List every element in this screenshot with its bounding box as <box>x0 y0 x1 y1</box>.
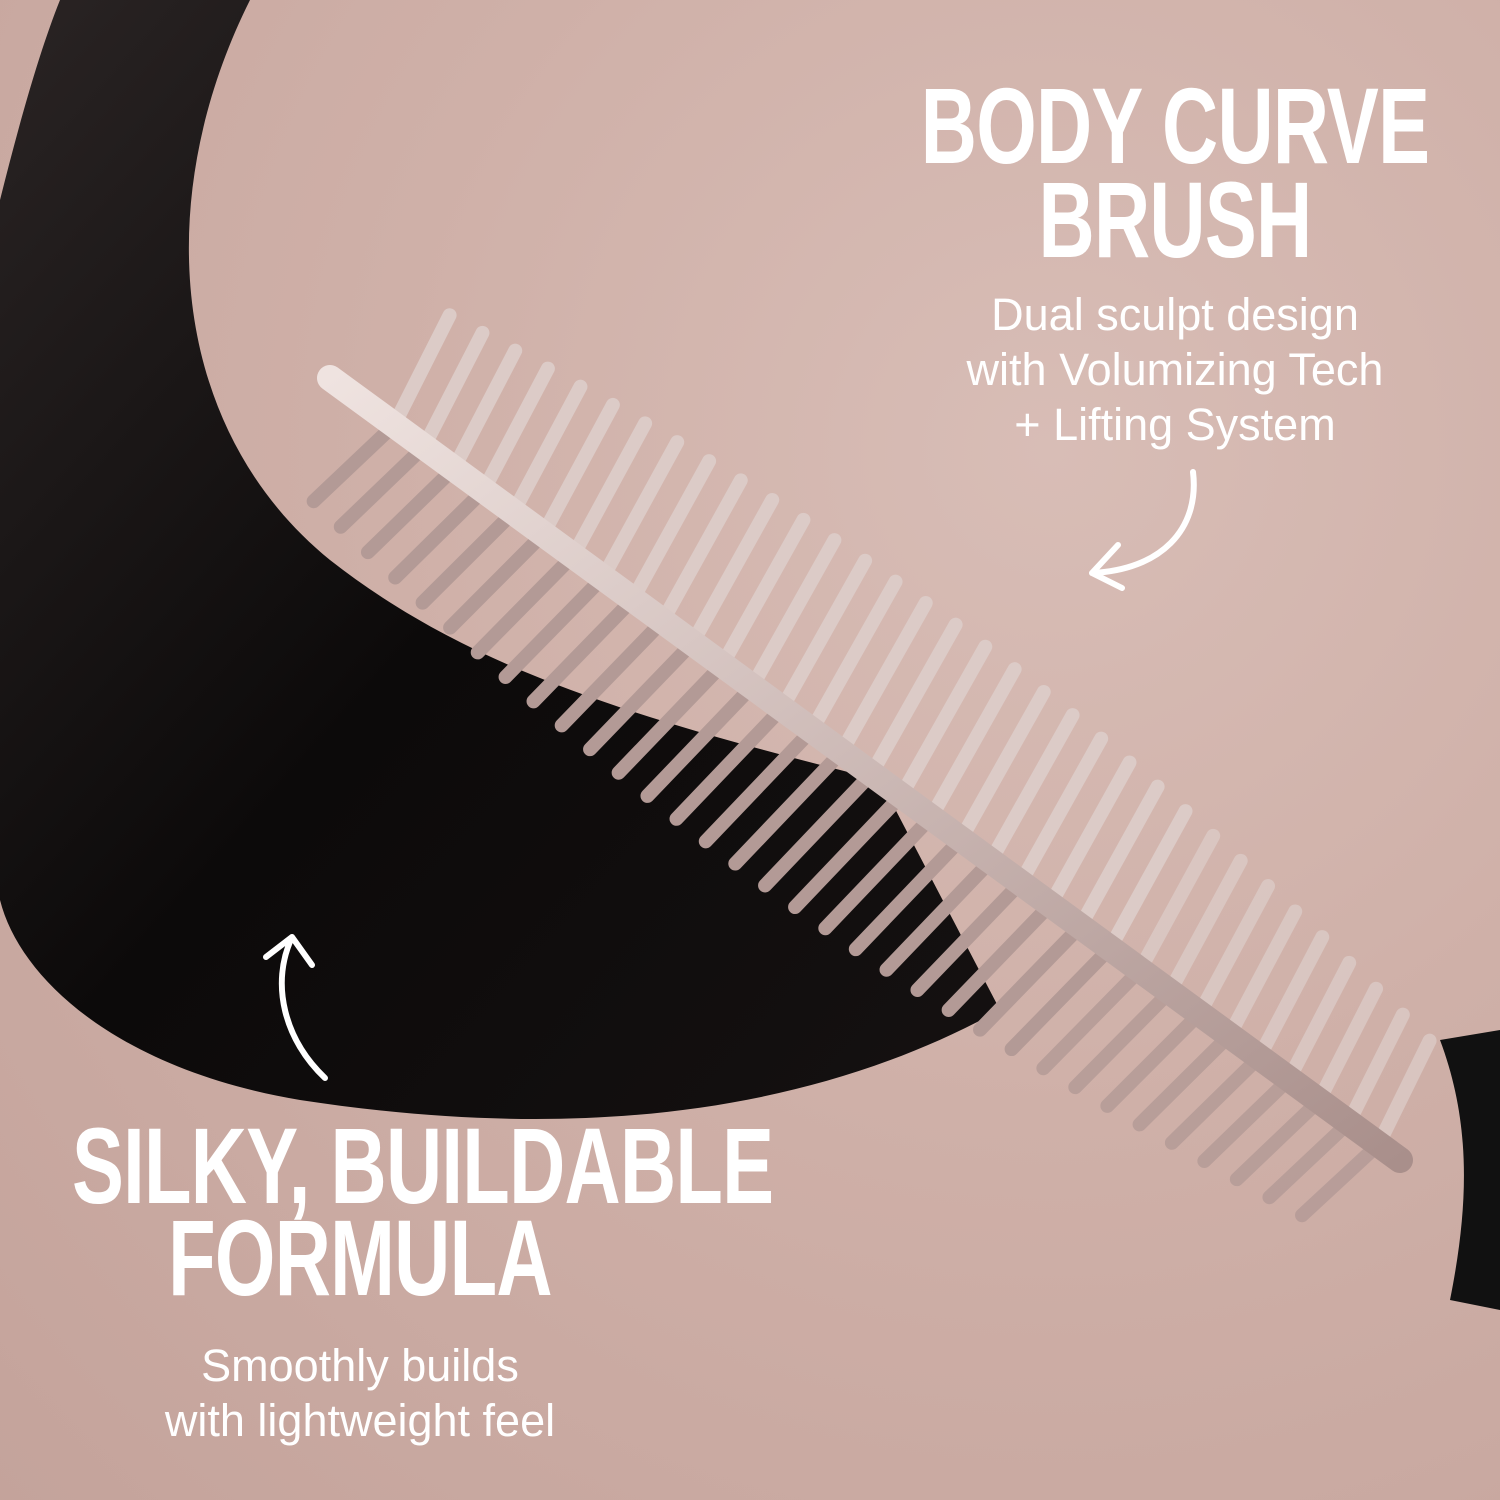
brush-bristle <box>1132 1028 1237 1132</box>
formula-desc-line1: Smoothly builds <box>201 1340 519 1391</box>
brush-bristle <box>848 832 968 957</box>
brush-bristle <box>910 875 1028 997</box>
brush-bristle <box>818 810 939 936</box>
brush-desc-line1: Dual sculpt design <box>991 289 1359 340</box>
brush-bristle <box>983 708 1080 868</box>
brush-bristle <box>443 526 551 635</box>
brush-bristle <box>417 325 490 454</box>
brush-bristle <box>879 853 998 977</box>
brush-bristle <box>1252 930 1330 1065</box>
brush-bristle <box>655 473 748 629</box>
brush-bristle <box>698 723 819 849</box>
brush-bristle <box>774 553 873 716</box>
brush-bristle <box>415 505 521 610</box>
brush-bristle <box>1013 731 1109 890</box>
brush-bristle <box>1073 779 1165 934</box>
brush-bristle <box>476 361 555 498</box>
brush-bristle <box>554 614 670 733</box>
brush-bristle <box>526 592 640 709</box>
brush-bristle <box>1164 1050 1267 1150</box>
brush-bristle <box>470 548 581 660</box>
brush-bristle <box>387 308 457 432</box>
brush-bristle <box>1100 1006 1207 1113</box>
brush-bristle <box>360 461 461 560</box>
brush-bristle <box>333 439 432 534</box>
brush-bristle <box>1341 1007 1410 1130</box>
brush-bristle <box>715 512 811 672</box>
brush-bristle <box>625 454 717 607</box>
mascara-brush <box>306 308 1437 1223</box>
brush-bristle <box>1192 879 1276 1021</box>
brush-bristle <box>804 574 903 738</box>
brush-bristle <box>1262 1115 1356 1205</box>
brush-bristle <box>1222 904 1303 1043</box>
formula-desc-line2: with lightweight feel <box>164 1395 556 1446</box>
brush-bristle <box>498 570 611 684</box>
brush-bristle <box>306 417 402 509</box>
brush-bristle <box>1311 981 1384 1108</box>
brush-title-line2: BRUSH <box>1038 159 1313 280</box>
curved-arrow-up-icon <box>263 934 328 1081</box>
brush-bristle <box>973 919 1088 1037</box>
brush-bristle <box>1132 828 1221 977</box>
brush-core <box>317 365 1413 1173</box>
brush-bristle <box>640 679 760 803</box>
brush-bristle <box>611 657 730 780</box>
brush-bristle <box>941 897 1058 1017</box>
brush-bristle <box>1004 941 1118 1057</box>
brush-bristle <box>536 397 620 541</box>
brush-bristle <box>506 379 588 520</box>
curved-arrow-down-left-icon <box>1089 469 1197 591</box>
formula-title-line2: FORMULA <box>168 1197 552 1318</box>
brush-bristle <box>1371 1033 1437 1152</box>
brush-bristle <box>1229 1093 1326 1187</box>
brush-bristle <box>685 492 780 650</box>
brush-bristle <box>669 701 789 826</box>
brush-bristle <box>583 635 700 757</box>
brush-bristle <box>1103 804 1193 956</box>
brush-bristle <box>788 788 909 915</box>
brush-bristle <box>728 744 849 871</box>
brush-bristle <box>566 416 653 563</box>
brush-bristle <box>1068 984 1177 1095</box>
brush-bristle <box>758 766 879 893</box>
brush-bristle <box>864 617 963 781</box>
brush-bristle <box>1162 853 1248 999</box>
brush-bristle <box>894 639 993 803</box>
brush-bristle <box>745 533 842 694</box>
brush-bristle <box>596 435 685 585</box>
brush-handle <box>1440 1030 1500 1310</box>
brush-bristle <box>1043 755 1137 912</box>
brush-bristle <box>924 662 1022 825</box>
formula-title-line1: SILKY, BUILDABLE <box>72 1105 774 1226</box>
brush-bristle <box>834 595 933 759</box>
brush-bristle <box>1282 955 1357 1086</box>
brush-bristle <box>446 343 523 476</box>
brush-bristle <box>953 685 1051 847</box>
brush-desc-line2: with Volumizing Tech <box>966 344 1384 395</box>
brush-title-line1: BODY CURVE <box>920 65 1430 186</box>
brush-bristle <box>1197 1071 1297 1169</box>
brush-desc-line3: + Lifting System <box>1014 399 1336 450</box>
brush-bristle <box>388 483 491 585</box>
brush-bristle <box>1295 1137 1386 1223</box>
brush-bristle <box>1036 962 1147 1076</box>
